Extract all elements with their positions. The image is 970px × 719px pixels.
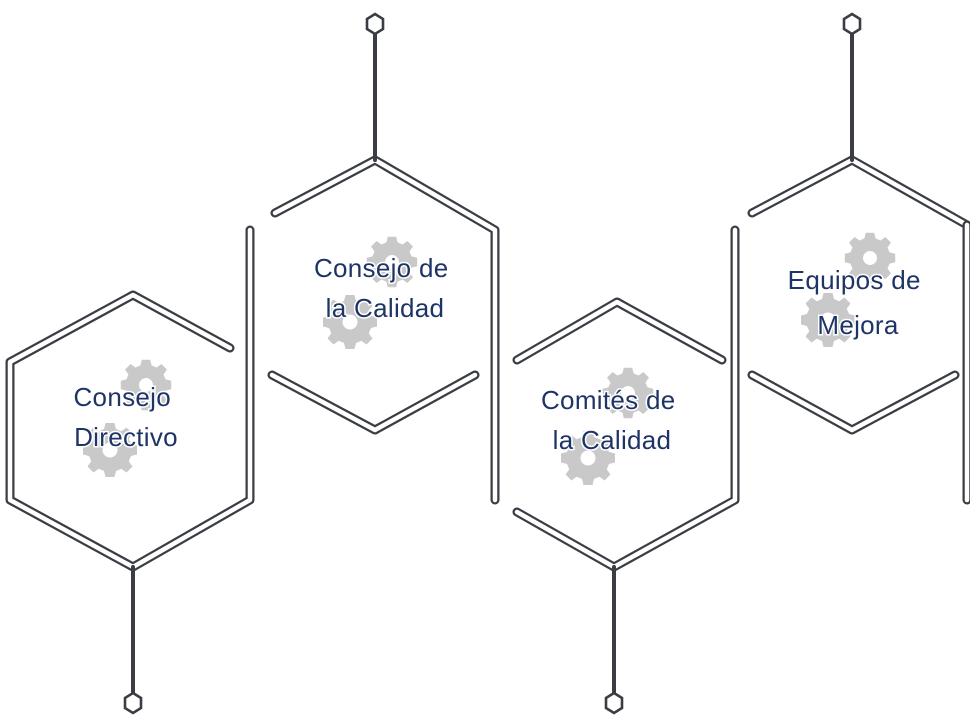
step-label-comites-calidad: Comités de la Calidad bbox=[541, 385, 683, 455]
hexagon-node-icon bbox=[604, 691, 624, 715]
hexagon-node-icon bbox=[842, 12, 862, 36]
hexagon-consejo-directivo: Consejo Directivo bbox=[5, 225, 255, 715]
hexagon-node-icon bbox=[365, 12, 385, 36]
step-label-equipos-mejora: Equipos de Mejora bbox=[788, 265, 929, 340]
hexagon-equipos-mejora: Equipos de Mejora bbox=[747, 12, 970, 505]
gear-icon bbox=[83, 359, 172, 477]
hexagon-comites-calidad: Comités de la Calidad bbox=[512, 225, 740, 715]
hexagon-node-icon bbox=[123, 691, 143, 715]
step-label-consejo-calidad: Consejo de la Calidad bbox=[314, 253, 456, 323]
hexagon-consejo-calidad: Consejo de la Calidad bbox=[267, 12, 500, 505]
step-label-consejo-directivo: Consejo Directivo bbox=[73, 382, 178, 452]
